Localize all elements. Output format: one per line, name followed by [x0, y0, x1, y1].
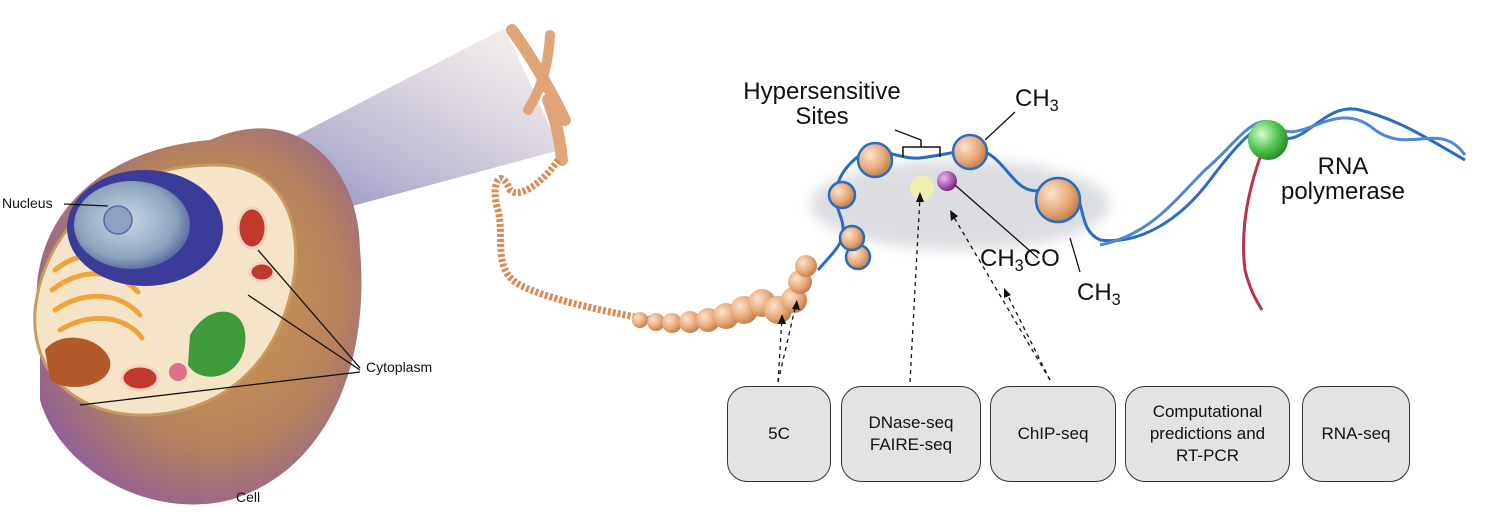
method-box-rna-seq: RNA-seq: [1302, 386, 1410, 482]
nucleus-label: Nucleus: [2, 195, 53, 211]
assay-arrowheads: [778, 192, 1011, 324]
nucleosome: [827, 180, 857, 210]
acetyl-text: CH: [980, 245, 1015, 272]
cell-leader-lines: [63, 203, 361, 406]
acetyl-group: [937, 171, 957, 191]
rna-polymerase-label: RNA polymerase: [1268, 153, 1418, 206]
rough-er: [45, 337, 111, 388]
chromosome-arm: [506, 24, 571, 126]
method-box-5c: 5C: [727, 386, 831, 482]
method-box-dnase-faire: DNase-seq FAIRE-seq: [841, 386, 981, 482]
hypersensitive-line-1: Hypersensitive: [743, 78, 901, 105]
mitochondrion: [248, 261, 276, 283]
hypersensitive-site-marker: [910, 176, 934, 200]
mitochondrion: [120, 364, 160, 392]
nucleosome-coil: [632, 255, 817, 333]
methyl-top-label: CH3: [1015, 85, 1059, 114]
nucleosome: [838, 224, 866, 252]
nucleosome: [856, 141, 894, 179]
chromosome-arm: [523, 30, 555, 115]
acetyl-sub: 3: [1014, 257, 1024, 276]
chromosome: [506, 24, 571, 166]
nucleosome: [951, 133, 989, 171]
chromosome-arm: [542, 94, 568, 166]
methyl-top-text: CH: [1015, 85, 1050, 112]
rna-transcript: [1242, 151, 1264, 311]
cell-illustration: [33, 128, 362, 505]
method-box-chip-seq: ChIP-seq: [990, 386, 1116, 482]
methyl-bottom-label: CH3: [1077, 279, 1121, 308]
nucleosome: [1034, 176, 1082, 224]
rna-pol-line-2: polymerase: [1280, 178, 1406, 206]
hypersensitive-sites-label: Hypersensitive Sites: [727, 78, 917, 131]
hypersensitive-line-2: Sites: [795, 103, 849, 131]
rna-pol-line-1: RNA: [1317, 153, 1369, 180]
acetyl-suffix: CO: [1023, 245, 1060, 272]
mitochondrion: [236, 206, 268, 250]
acetyl-label: CH3CO: [980, 245, 1060, 274]
dna-shadow: [810, 160, 1110, 250]
modification-leaders: [954, 111, 1081, 273]
methyl-bottom-text: CH: [1077, 279, 1112, 306]
chromatin-fiber: [491, 158, 757, 326]
nucleolus: [103, 205, 133, 235]
cytoplasm-label: Cytoplasm: [366, 359, 433, 375]
cell-label: Cell: [236, 489, 261, 505]
nucleus-interior: [74, 181, 190, 269]
assay-arrows: [777, 195, 1051, 383]
dna-and-nucleosomes: [810, 133, 1110, 271]
method-box-computational: Computational predictions and RT-PCR: [1125, 386, 1290, 482]
methyl-top-sub: 3: [1049, 97, 1059, 116]
vesicle: [169, 363, 187, 381]
hypersensitive-leader: [894, 129, 922, 141]
rna-polymerase: [1248, 120, 1288, 160]
chloroplast-organelle: [188, 311, 246, 377]
methyl-bottom-sub: 3: [1111, 291, 1121, 310]
hypersensitive-bracket: [902, 140, 941, 157]
